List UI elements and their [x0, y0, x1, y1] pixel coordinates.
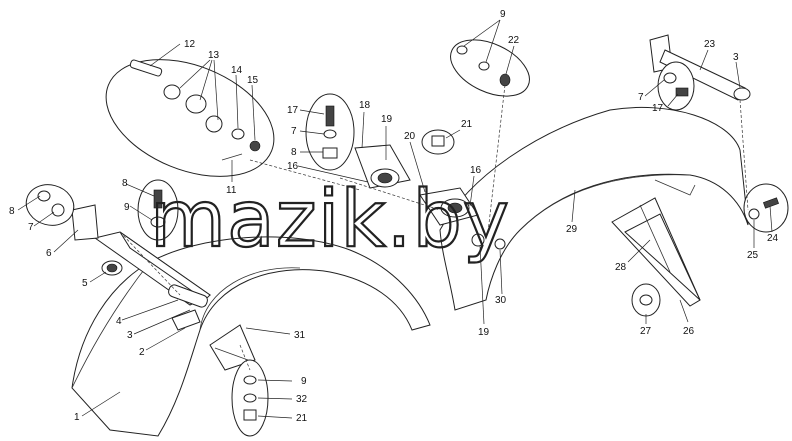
callout-23: 23 — [704, 39, 716, 50]
mud-flap — [611, 197, 701, 307]
callout-29: 29 — [566, 224, 578, 235]
hardware-group-9-22 — [450, 39, 530, 97]
bracket-assembly-left — [71, 204, 211, 331]
hardware-group-9-32-21 — [231, 359, 269, 437]
callout-18: 18 — [359, 100, 371, 111]
callout-15: 15 — [247, 75, 259, 86]
callout-5: 5 — [82, 278, 88, 289]
callout-31: 31 — [294, 330, 306, 341]
callout-21-bottom: 21 — [296, 413, 308, 424]
bracket-assembly-centre — [354, 144, 506, 250]
callout-26: 26 — [683, 326, 695, 337]
hardware-group-12-15 — [105, 59, 275, 177]
callout-19-top: 19 — [381, 114, 393, 125]
callout-12: 12 — [184, 39, 196, 50]
hardware-group-21 — [421, 129, 455, 155]
callout-24: 24 — [767, 233, 779, 244]
callout-27: 27 — [640, 326, 652, 337]
callout-9-top: 9 — [500, 9, 506, 20]
callout-8-centre: 8 — [291, 147, 297, 158]
callout-14: 14 — [231, 65, 243, 76]
hardware-group-27 — [631, 283, 661, 317]
callout-7-left: 7 — [28, 222, 34, 233]
callout-16-right: 16 — [470, 165, 482, 176]
callout-9-bottom: 9 — [301, 376, 307, 387]
assembly-lines — [119, 84, 749, 371]
callout-17-centre: 17 — [287, 105, 299, 116]
callout-3-right: 3 — [733, 52, 739, 63]
hardware-group-7-10 — [25, 179, 179, 241]
callout-6: 6 — [46, 248, 52, 259]
hardware-group-centre — [305, 93, 355, 171]
callout-16-centre: 16 — [287, 161, 299, 172]
right-mudguard — [439, 106, 749, 311]
callout-8-visible: 8 — [9, 206, 15, 217]
callout-32: 32 — [296, 394, 308, 405]
callout-3: 3 — [127, 330, 133, 341]
callout-1: 1 — [74, 412, 80, 423]
callout-28: 28 — [615, 262, 627, 273]
callout-20: 20 — [404, 131, 416, 142]
leader-lines — [17, 19, 773, 419]
callout-7-right: 7 — [638, 92, 644, 103]
callout-10: 8 — [122, 178, 128, 189]
callout-30: 30 — [495, 295, 507, 306]
hardware-group-7-17-right — [657, 61, 695, 111]
callout-13: 13 — [208, 50, 220, 61]
callout-21-top: 21 — [461, 119, 473, 130]
hardware-group-24-25 — [743, 183, 789, 233]
callout-19-bottom: 19 — [478, 327, 490, 338]
callout-22: 22 — [508, 35, 520, 46]
callout-2: 2 — [139, 347, 145, 358]
bracket-31 — [209, 324, 256, 371]
callout-7-centre: 7 — [291, 126, 297, 137]
callout-25: 25 — [747, 250, 759, 261]
callout-9-left: 9 — [124, 202, 130, 213]
callout-4: 4 — [116, 316, 122, 327]
callout-11: 11 — [226, 185, 237, 196]
watermark: mazik.by — [150, 175, 510, 265]
callout-labels: 12 13 14 15 11 8 8 8 8 8 8 8 8 8 8 8 8 7… — [9, 9, 779, 424]
callout-17-right: 17 — [652, 103, 664, 114]
